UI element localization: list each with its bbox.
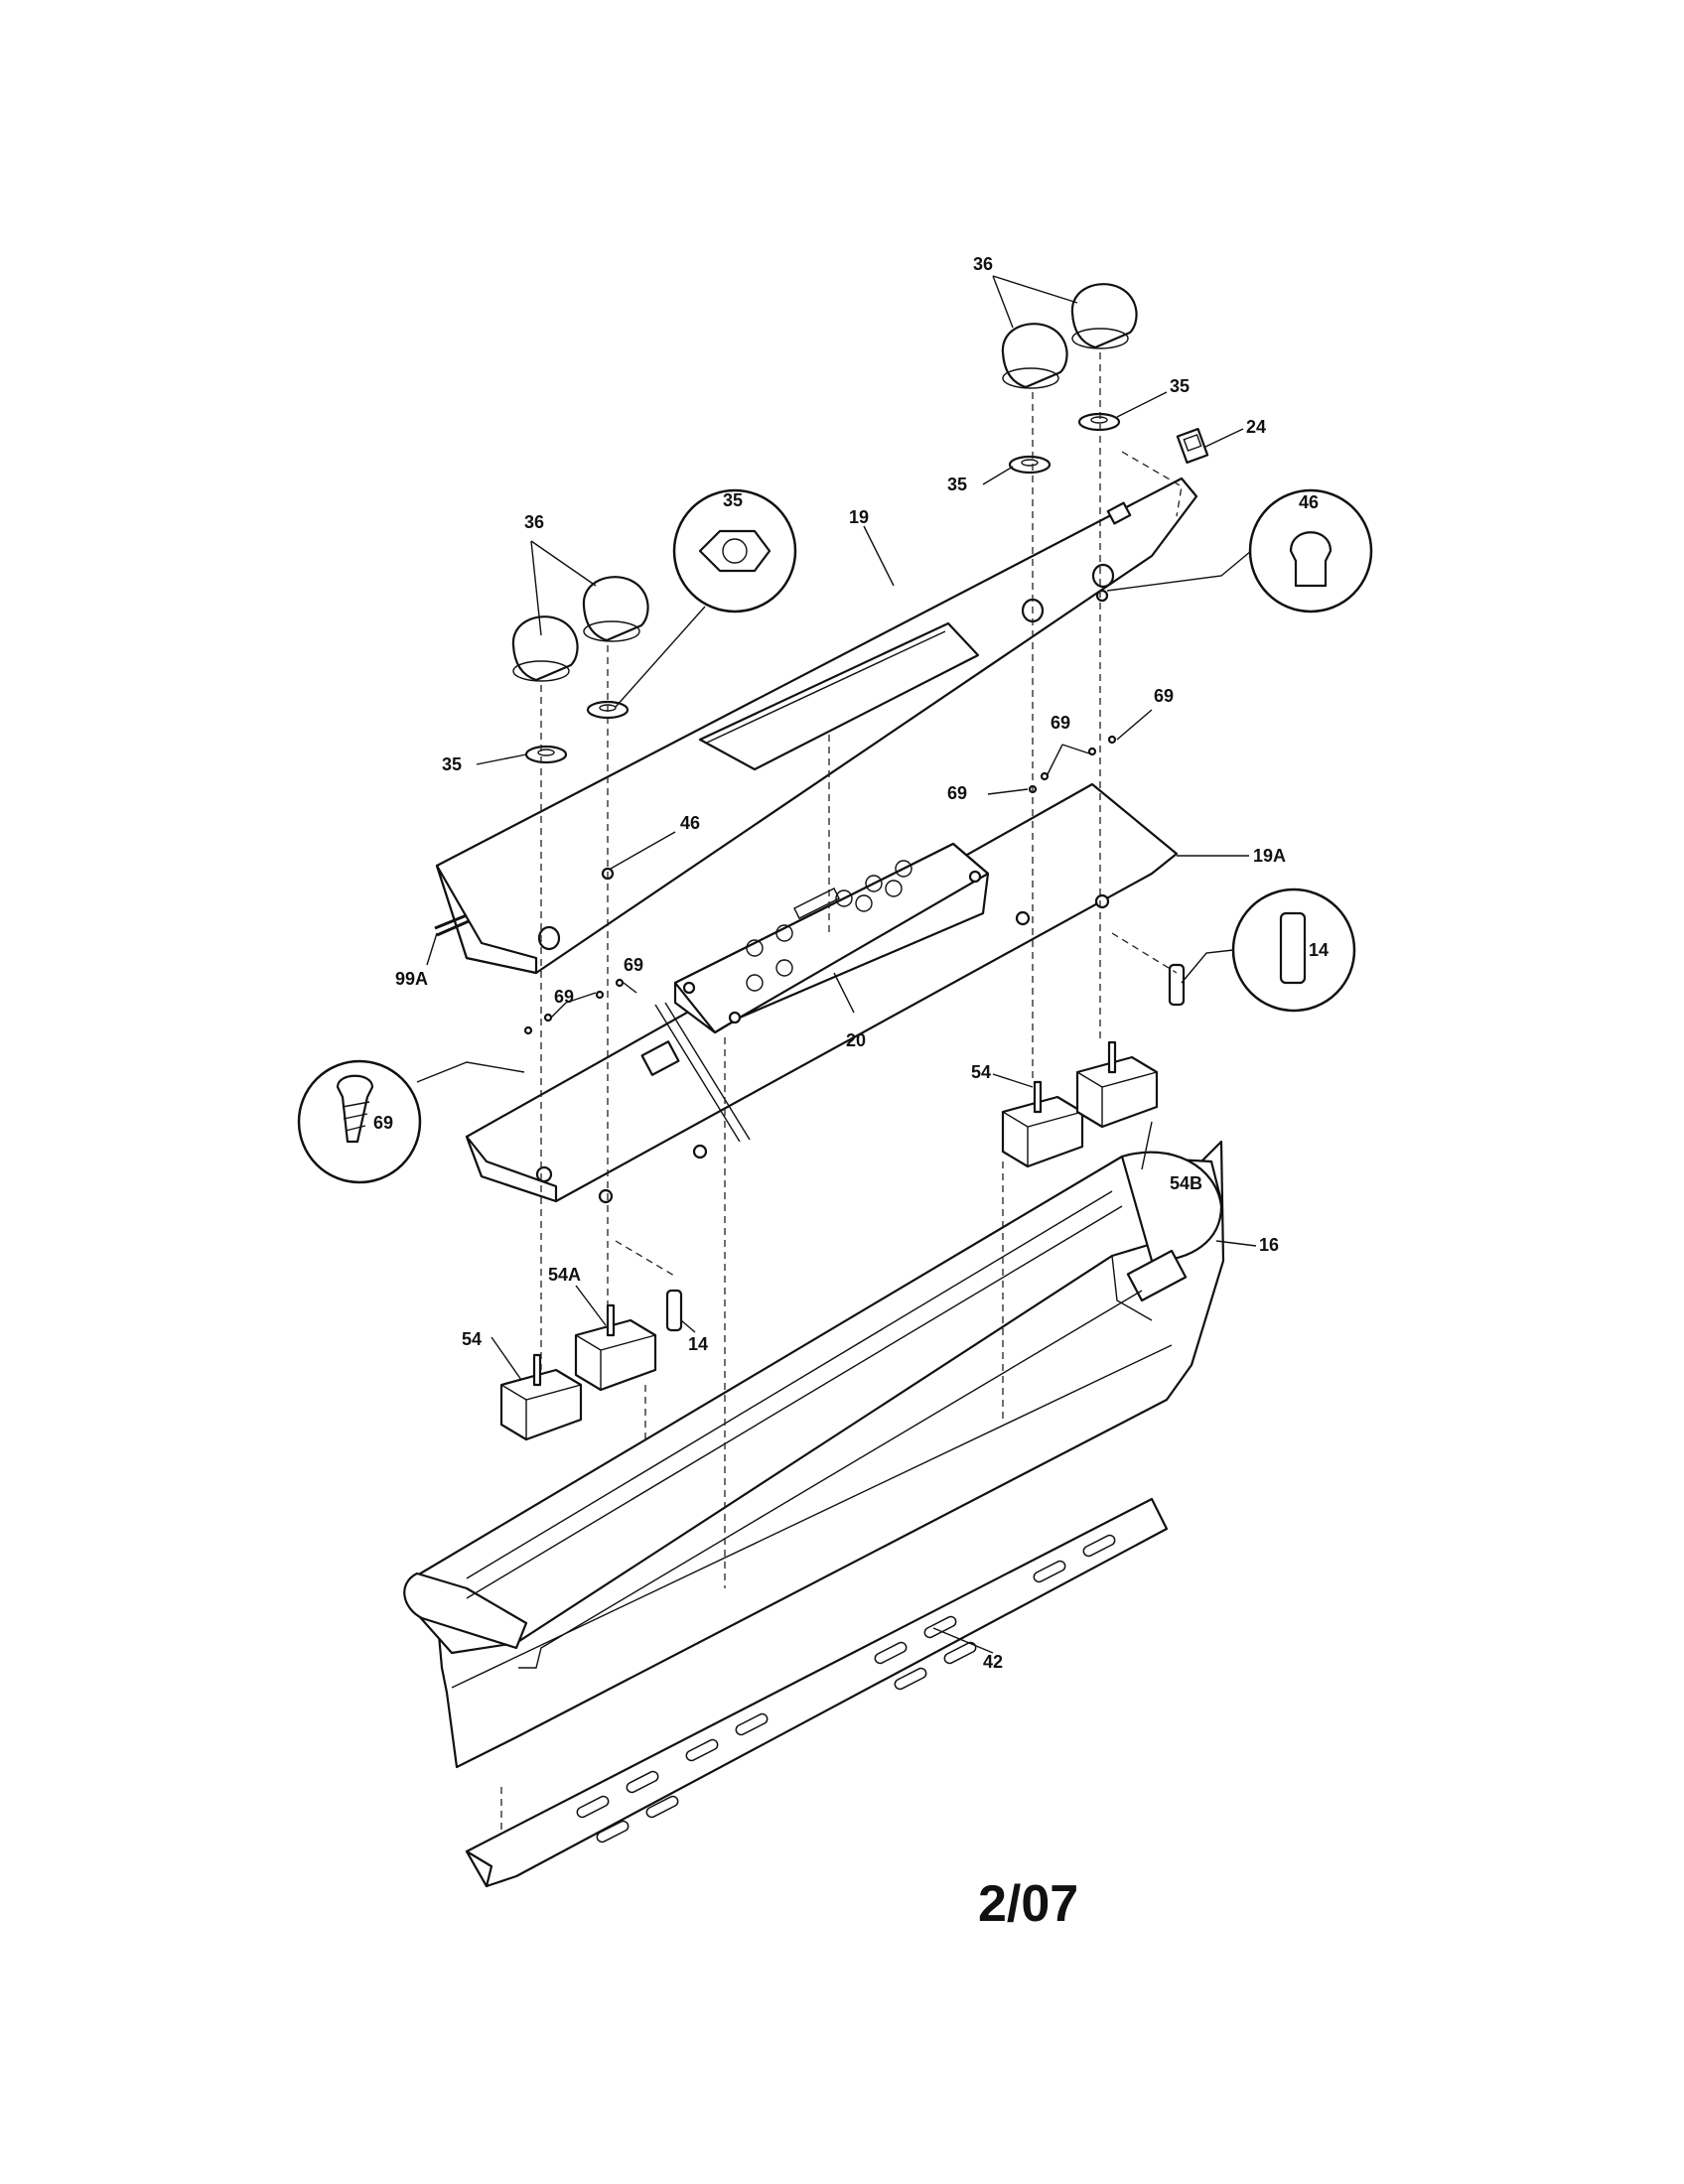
part-labels: 36 35 24 35 35 46 36 19 35 69 69 69 46 1… (373, 254, 1329, 1672)
vent-slots (576, 1534, 1116, 1843)
label-screw-l1: 69 (624, 955, 643, 975)
backguard-16 (403, 1140, 1225, 1769)
label-switch-left: 54 (462, 1329, 482, 1349)
label-bezel-left: 35 (442, 754, 462, 774)
bezels-35 (524, 412, 1121, 764)
switches-54 (499, 1040, 1159, 1441)
knobs-36-left (511, 576, 649, 682)
date-code: 2/07 (978, 1875, 1078, 1933)
label-screw-callout: 69 (373, 1113, 393, 1133)
screws-69 (523, 735, 1117, 1035)
label-clock-control: 20 (846, 1030, 866, 1050)
assembly-lines (500, 352, 1183, 1832)
label-backguard: 16 (1259, 1235, 1279, 1255)
label-lamp-callout: 14 (1309, 940, 1329, 960)
label-knobs-left: 36 (524, 512, 544, 532)
label-screw-r3: 69 (947, 783, 967, 803)
callout-screw-69 (297, 1059, 525, 1184)
label-knobs-right: 36 (973, 254, 993, 274)
label-bezel-mid-right: 35 (947, 475, 967, 494)
label-control-panel: 19 (849, 507, 869, 527)
ribbon-cable-99A-2 (436, 919, 470, 937)
label-bezel-callout: 35 (723, 490, 743, 510)
label-panel-bracket: 19A (1253, 846, 1286, 866)
lamps-14 (665, 963, 1186, 1332)
callout-bezel-35 (615, 488, 797, 708)
label-switch-right-b: 54B (1170, 1173, 1202, 1193)
label-screw-l2: 69 (554, 987, 574, 1007)
leader-lines (426, 275, 1257, 1654)
label-switch-right: 54 (971, 1062, 991, 1082)
label-vent-trim: 42 (983, 1652, 1003, 1672)
label-switch-left-a: 54A (548, 1265, 581, 1285)
callout-indicator-46 (1106, 488, 1373, 614)
label-bezel-upper-right: 35 (1170, 376, 1190, 396)
label-ribbon-cable: 99A (395, 969, 428, 989)
label-indicator-left: 46 (680, 813, 700, 833)
label-screw-r1: 69 (1154, 686, 1174, 706)
control-panel-19 (435, 477, 1198, 975)
label-lamp-left: 14 (688, 1334, 708, 1354)
label-indicator-callout: 46 (1299, 492, 1319, 512)
knobs-36-right (1001, 283, 1138, 389)
rocker-switch-24 (1176, 427, 1209, 465)
label-rocker-switch: 24 (1246, 417, 1266, 437)
ribbon-cable-99A (434, 913, 468, 930)
vent-trim-42 (465, 1497, 1169, 1888)
panel-bracket-19A (465, 782, 1179, 1204)
label-screw-r2: 69 (1051, 713, 1070, 733)
callout-lamp-14 (1181, 887, 1356, 1013)
clock-control-20 (673, 842, 990, 1034)
